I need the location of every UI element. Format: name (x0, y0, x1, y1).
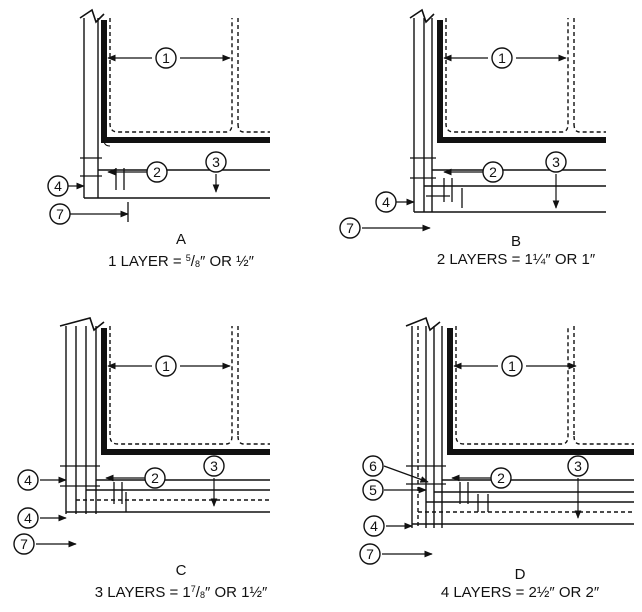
layer-spec-a: 1 LAYER = 5/8″ OR ½″ (108, 253, 254, 270)
callout-circle (362, 455, 384, 477)
callout-4-panel-c: 4 (17, 469, 39, 491)
layer-spec-b: 2 LAYERS = 1¼″ OR 1″ (436, 251, 596, 268)
callout-circle (155, 47, 177, 69)
callout-2-panel-c: 2 (144, 467, 166, 489)
callout-circle (491, 47, 513, 69)
callout-2-panel-a: 2 (146, 161, 168, 183)
panel-letter-d: D (514, 566, 526, 583)
callout-circle (144, 467, 166, 489)
callout-circle (146, 161, 168, 183)
callout-3-panel-d: 3 (567, 455, 589, 477)
layer-spec-a-numerator: 5 (185, 253, 191, 263)
callout-circle (362, 479, 384, 501)
callout-3-panel-a: 3 (205, 151, 227, 173)
callout-4-panel-a: 4 (47, 175, 69, 197)
callout-number: 6 (369, 458, 377, 474)
callout-circle (359, 543, 381, 565)
callout-2-panel-b: 2 (482, 161, 504, 183)
callout-number: 3 (210, 458, 218, 474)
layer-spec-a-prefix: 1 LAYER = (108, 253, 186, 270)
callout-1-panel-c: 1 (155, 355, 177, 377)
callout-number: 5 (369, 482, 377, 498)
callout-number: 2 (489, 164, 497, 180)
panel-b (362, 8, 606, 232)
callout-circle (501, 355, 523, 377)
callout-circle (17, 507, 39, 529)
callout-2-panel-d: 2 (490, 467, 512, 489)
caption-b: B 2 LAYERS = 1¼″ OR 1″ (437, 233, 595, 269)
callout-5-panel-d: 5 (362, 479, 384, 501)
panel-letter-c: C (175, 562, 187, 579)
callout-3-panel-b: 3 (545, 151, 567, 173)
callout-circle (545, 151, 567, 173)
caption-c: C 3 LAYERS = 17/8″ OR 1½″ (95, 562, 268, 604)
callout-number: 7 (366, 546, 374, 562)
callout-number: 2 (497, 470, 505, 486)
callout-number: 3 (574, 458, 582, 474)
panel-letter-b: B (510, 233, 521, 250)
callout-7-panel-b: 7 (339, 217, 361, 239)
callout-1-panel-a: 1 (155, 47, 177, 69)
callout-number: 4 (24, 472, 32, 488)
callout-number: 1 (508, 358, 516, 374)
callout-number: 7 (20, 536, 28, 552)
layer-spec-a-denominator: 8 (194, 259, 200, 269)
layer-spec-c-denominator: 8 (199, 590, 205, 600)
callout-7-panel-a: 7 (49, 203, 71, 225)
callout-number: 4 (54, 178, 62, 194)
callout-number: 1 (162, 50, 170, 66)
callout-circle (363, 515, 385, 537)
layer-spec-c-prefix: 3 LAYERS = 1 (94, 584, 191, 601)
layer-spec-a-suffix: ″ OR ½″ (199, 253, 254, 270)
callout-number: 2 (153, 164, 161, 180)
caption-a: A 1 LAYER = 5/8″ OR ½″ (108, 231, 254, 273)
callout-number: 3 (552, 154, 560, 170)
callout-number: 1 (498, 50, 506, 66)
callout-1-panel-d: 1 (501, 355, 523, 377)
callout-1-panel-b: 1 (491, 47, 513, 69)
callout-number: 2 (151, 470, 159, 486)
panel-d (382, 316, 634, 558)
callout-4-panel-b: 4 (375, 191, 397, 213)
callout-layer: 1 2 3 4 7 1 2 3 4 7 1 2 3 4 4 7 1 2 3 6 5 4 7 (13, 47, 589, 565)
callout-circle (17, 469, 39, 491)
callout-3-panel-c: 3 (203, 455, 225, 477)
callout-6-panel-d: 6 (362, 455, 384, 477)
callout-circle (49, 203, 71, 225)
callout-circle (13, 533, 35, 555)
layer-spec-c-suffix: ″ OR 1½″ (204, 584, 268, 601)
callout-number: 4 (382, 194, 390, 210)
callout-circle (490, 467, 512, 489)
callout-7-panel-d: 7 (359, 543, 381, 565)
callout-circle (567, 455, 589, 477)
panel-c (36, 317, 270, 548)
layer-spec-d: 4 LAYERS = 2½″ OR 2″ (440, 584, 600, 601)
callout-circle (339, 217, 361, 239)
callout-number: 1 (162, 358, 170, 374)
panel-a (68, 8, 270, 222)
callout-number: 4 (24, 510, 32, 526)
callout-number: 7 (346, 220, 354, 236)
callout-circle (375, 191, 397, 213)
callout-circle (482, 161, 504, 183)
callout-number: 4 (370, 518, 378, 534)
callout-circle (47, 175, 69, 197)
layer-spec-c-numerator: 7 (190, 584, 196, 594)
layer-spec-c: 3 LAYERS = 17/8″ OR 1½″ (94, 584, 268, 601)
callout-circle (205, 151, 227, 173)
callout-4-panel-d: 4 (363, 515, 385, 537)
callout-number: 3 (212, 154, 220, 170)
panel-letter-a: A (175, 231, 187, 248)
callout-7-panel-c: 7 (13, 533, 35, 555)
callout-4-panel-c: 4 (17, 507, 39, 529)
caption-d: D 4 LAYERS = 2½″ OR 2″ (441, 566, 599, 602)
callout-number: 7 (56, 206, 64, 222)
callout-circle (203, 455, 225, 477)
callout-circle (155, 355, 177, 377)
